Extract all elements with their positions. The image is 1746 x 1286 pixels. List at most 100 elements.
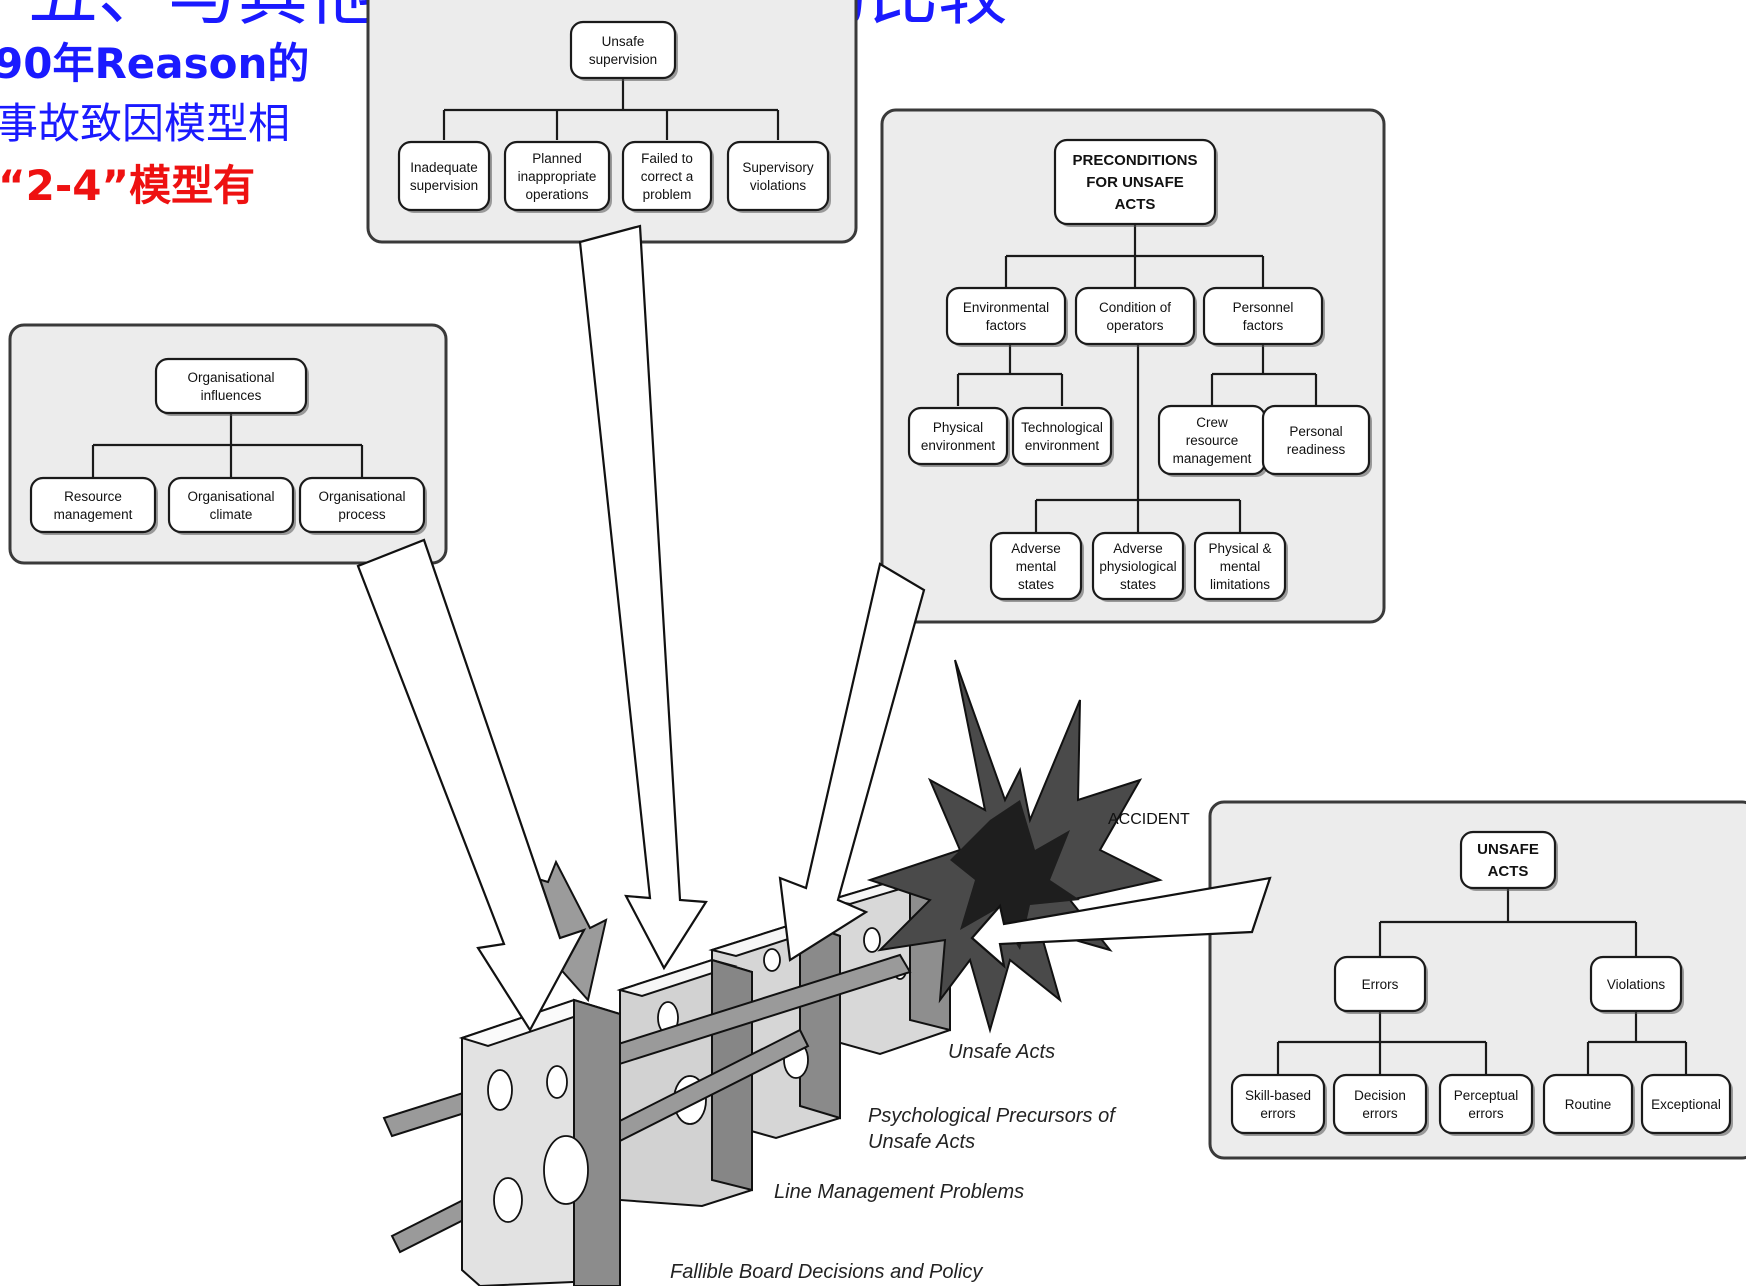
node-condition-0: Adverse mental states xyxy=(991,533,1084,602)
node-condition-0-label: Adverse xyxy=(1011,541,1061,556)
node-personnel-1-label: Personal xyxy=(1289,424,1342,439)
node-supervision-3-label: violations xyxy=(750,178,807,193)
node-error-2-label: Perceptual xyxy=(1454,1088,1519,1103)
node-condition-0-label: states xyxy=(1018,577,1054,592)
node-personnel-1: Personal readiness xyxy=(1263,406,1372,477)
node-condition-1: Adverse physiological states xyxy=(1093,533,1186,602)
node-personnel-0-label: management xyxy=(1173,451,1252,466)
node-error-1-label: Decision xyxy=(1354,1088,1406,1103)
node-supervision-3: Supervisory violations xyxy=(728,142,831,213)
node-violation-1: Exceptional xyxy=(1642,1075,1733,1136)
node-unsafe-supervision: Unsafe supervision xyxy=(571,22,678,81)
node-organisational-2-label: Organisational xyxy=(318,489,405,504)
node-error-2: Perceptual errors xyxy=(1440,1075,1535,1136)
node-error-0-label: errors xyxy=(1260,1106,1296,1121)
arrow-organisational xyxy=(358,540,584,1030)
panel-organisational-influences: Organisational influences Resource managem… xyxy=(10,325,446,563)
node-violation-0: Routine xyxy=(1544,1075,1635,1136)
node-violation-1-label: Exceptional xyxy=(1651,1097,1721,1112)
node-personnel-0-label: resource xyxy=(1186,433,1239,448)
node-organisational-0-label: Resource xyxy=(64,489,122,504)
node-precondition-level1-2: Personnel factors xyxy=(1204,288,1325,347)
node-condition-0-label: mental xyxy=(1016,559,1057,574)
node-error-0-label: Skill-based xyxy=(1245,1088,1311,1103)
node-organisational-0-label: management xyxy=(54,507,133,522)
node-precondition-level1-0-label: factors xyxy=(986,318,1027,333)
node-organisational-influences-label: influences xyxy=(201,388,262,403)
accident-label: ACCIDENT xyxy=(1108,811,1190,828)
node-organisational-1: Organisational climate xyxy=(169,478,296,535)
node-unsafe-acts-label: ACTS xyxy=(1488,863,1529,880)
arrow-supervision xyxy=(580,226,706,968)
node-supervision-2: Failed to correct a problem xyxy=(623,142,714,213)
node-condition-1-label: states xyxy=(1120,577,1156,592)
node-organisational-1-label: climate xyxy=(210,507,253,522)
node-precondition-level1-2-label: Personnel xyxy=(1233,300,1294,315)
node-error-0: Skill-based errors xyxy=(1232,1075,1327,1136)
caption-line-management: Line Management Problems xyxy=(774,1181,1024,1203)
node-personnel-0: Crew resource management xyxy=(1159,406,1268,477)
node-supervision-2-label: correct a xyxy=(641,169,694,184)
note-line-3: “2-4”模型有 xyxy=(0,161,255,210)
cheese-slice-board-decisions xyxy=(462,1000,620,1286)
node-unsafe-acts-level1-1: Violations xyxy=(1591,957,1684,1014)
node-precondition-level1-2-label: factors xyxy=(1243,318,1284,333)
node-condition-1-label: physiological xyxy=(1099,559,1176,574)
node-organisational-0: Resource management xyxy=(31,478,158,535)
node-supervision-0-label: Inadequate xyxy=(410,160,478,175)
node-error-2-label: errors xyxy=(1468,1106,1504,1121)
node-supervision-1-label: inappropriate xyxy=(518,169,597,184)
node-personnel-1-label: readiness xyxy=(1287,442,1346,457)
node-condition-2-label: limitations xyxy=(1210,577,1270,592)
node-unsafe-acts-level1-1-label: Violations xyxy=(1607,977,1666,992)
node-unsafe-acts-level1-0-label: Errors xyxy=(1362,977,1399,992)
caption-unsafe-acts: Unsafe Acts xyxy=(948,1041,1055,1063)
node-organisational-1-label: Organisational xyxy=(187,489,274,504)
node-unsafe-acts-level1-0: Errors xyxy=(1335,957,1428,1014)
node-precondition-level1-0-label: Environmental xyxy=(963,300,1049,315)
node-supervision-1: Planned inappropriate operations xyxy=(505,142,612,213)
node-organisational-2-label: process xyxy=(338,507,386,522)
node-environment-0: Physical environment xyxy=(909,408,1010,467)
node-environment-0-label: Physical xyxy=(933,420,983,435)
node-supervision-0: Inadequate supervision xyxy=(399,142,492,213)
note-line-2: 事故致因模型相 xyxy=(0,99,290,148)
node-condition-1-label: Adverse xyxy=(1113,541,1163,556)
caption-board-decisions: Fallible Board Decisions and Policy xyxy=(670,1261,983,1283)
note-line-1: 90年Reason的 xyxy=(0,39,309,88)
node-condition-2-label: mental xyxy=(1220,559,1261,574)
node-precondition-level1-1-label: operators xyxy=(1106,318,1163,333)
node-supervision-1-label: Planned xyxy=(532,151,582,166)
node-violation-0-label: Routine xyxy=(1565,1097,1612,1112)
node-supervision-3-label: Supervisory xyxy=(742,160,814,175)
node-supervision-2-label: Failed to xyxy=(641,151,693,166)
node-error-1: Decision errors xyxy=(1334,1075,1429,1136)
node-personnel-0-label: Crew xyxy=(1196,415,1228,430)
node-preconditions-label: FOR UNSAFE xyxy=(1086,174,1184,191)
node-unsafe-supervision: Unsafe supervision xyxy=(571,22,678,81)
node-error-1-label: errors xyxy=(1362,1106,1398,1121)
node-unsafe-supervision-label: supervision xyxy=(589,52,657,67)
caption-psychological-precursors: Psychological Precursors of xyxy=(868,1105,1117,1127)
node-environment-1-label: environment xyxy=(1025,438,1100,453)
node-environment-0-label: environment xyxy=(921,438,996,453)
node-unsafe-acts-label: UNSAFE xyxy=(1477,841,1539,858)
node-condition-2-label: Physical & xyxy=(1208,541,1271,556)
caption-psychological-precursors-2: Unsafe Acts xyxy=(868,1131,975,1153)
node-supervision-1-label: operations xyxy=(525,187,588,202)
node-unsafe-supervision-label: Unsafe xyxy=(602,34,645,49)
node-condition-2: Physical & mental limitations xyxy=(1195,533,1288,602)
node-organisational-2: Organisational process xyxy=(300,478,427,535)
node-precondition-level1-0: Environmental factors xyxy=(947,288,1068,347)
node-organisational-influences: Organisational influences xyxy=(156,359,309,416)
node-organisational-influences-label: Organisational xyxy=(187,370,274,385)
node-supervision-2-label: problem xyxy=(643,187,692,202)
node-preconditions-label: PRECONDITIONS xyxy=(1072,152,1197,169)
node-supervision-0-label: supervision xyxy=(410,178,478,193)
